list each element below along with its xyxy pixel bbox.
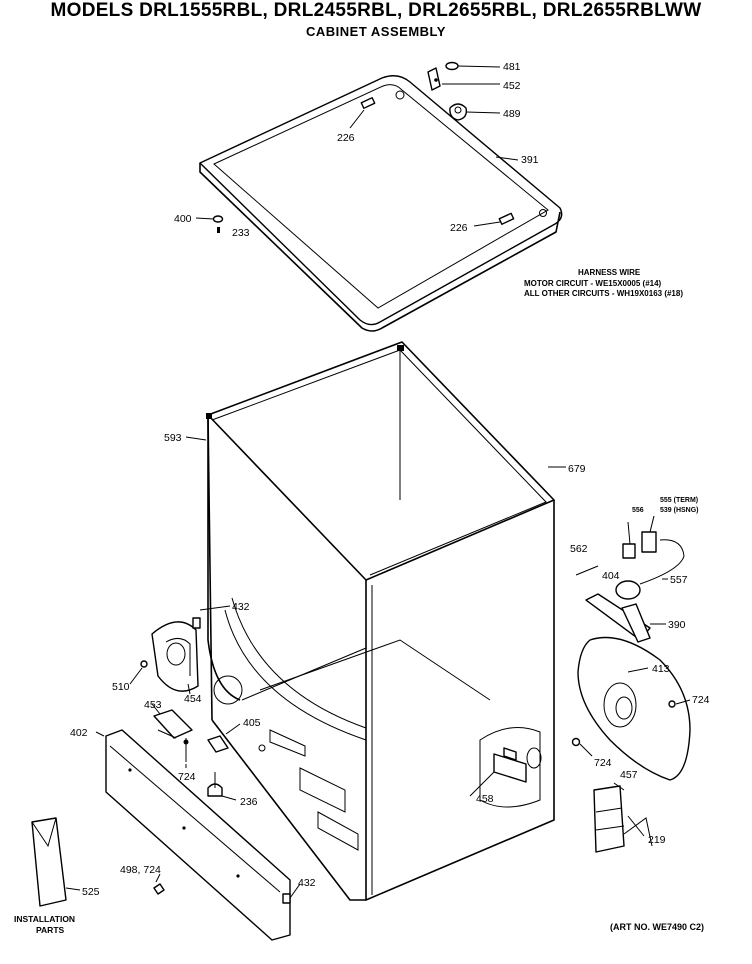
harness-other-circuits: ALL OTHER CIRCUITS - WH19X0163 (#18) [524,289,683,298]
label-562: 562 [570,543,588,555]
label-679: 679 [568,463,586,475]
harness-wire-heading: HARNESS WIRE [578,268,641,277]
label-226-bottom: 226 [450,222,468,234]
hinge-parts-top [212,61,468,233]
label-390: 390 [668,619,686,631]
label-400: 400 [174,213,192,225]
label-454: 454 [184,693,202,705]
page-title: MODELS DRL1555RBL, DRL2455RBL, DRL2655RB… [50,0,702,21]
label-724-left: 724 [178,771,196,783]
label-236: 236 [240,796,258,808]
label-432-bottom: 432 [298,877,316,889]
page-subtitle: CABINET ASSEMBLY [306,24,446,39]
label-402: 402 [70,727,88,739]
leader-lines [65,65,691,899]
label-555: 555 (TERM) [660,497,698,504]
label-226-top: 226 [337,132,355,144]
label-391: 391 [521,154,539,166]
label-432-top: 432 [232,601,250,613]
label-404: 404 [602,570,620,582]
harness-motor-circuit: MOTOR CIRCUIT - WE15X0005 (#14) [524,279,662,288]
label-233: 233 [232,227,250,239]
label-458: 458 [476,793,494,805]
cabinet-body [206,341,555,901]
top-cover [199,75,563,332]
installation-label-line2: PARTS [36,925,65,935]
label-510: 510 [112,681,130,693]
label-724-right: 724 [692,694,710,706]
label-525: 525 [82,886,100,898]
art-number: (ART NO. WE7490 C2) [610,922,705,932]
front-panel-parts [31,617,653,941]
installation-label-line1: INSTALLATION [14,914,76,924]
label-413: 413 [652,663,670,675]
label-539: 539 (HSNG) [660,507,699,514]
label-405: 405 [243,717,261,729]
label-724-center: 724 [594,757,612,769]
label-452: 452 [503,80,521,92]
label-453: 453 [144,699,162,711]
rear-panel-parts [571,531,691,853]
support-bracket [493,747,527,783]
label-556: 556 [632,507,644,514]
label-593: 593 [164,432,182,444]
label-489: 489 [503,108,521,120]
label-498-724: 498, 724 [120,864,161,876]
label-557: 557 [670,574,688,586]
label-481: 481 [503,61,521,73]
label-457: 457 [620,769,638,781]
label-219: 219 [648,834,666,846]
part-labels: 481 452 489 226 391 400 233 226 593 679 … [70,61,710,898]
